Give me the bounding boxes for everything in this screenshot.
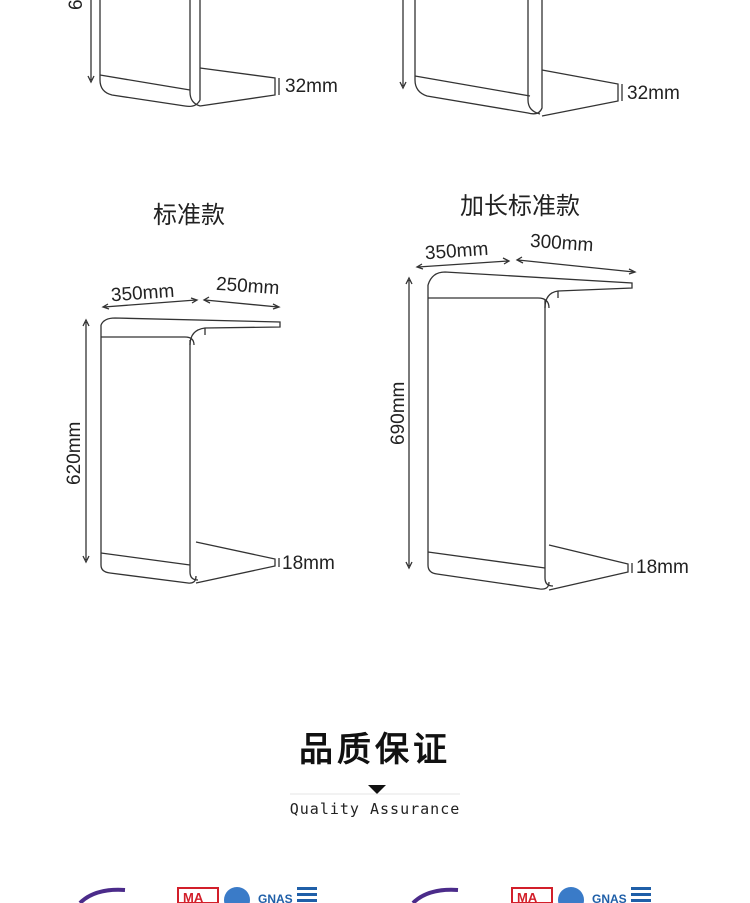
gnas-badge-text: GNAS (258, 892, 293, 903)
ma-badge-icon (177, 887, 219, 903)
top-right-bottom-thickness-label: 32mm (627, 83, 680, 104)
ma-badge-text: MA (183, 890, 204, 903)
extended-title: 加长标准款 (460, 192, 580, 220)
ilac-icon (224, 887, 250, 903)
extended-table-drawing (405, 256, 637, 591)
ma-badge-icon-2 (511, 887, 553, 903)
standard-title: 标准款 (153, 201, 225, 229)
ring-logo-icon (78, 887, 126, 903)
ilac-icon-2 (558, 887, 584, 903)
cert-group-left: MA GNAS (78, 887, 317, 903)
quality-subtitle: Quality Assurance (289, 800, 461, 818)
gnas-badge-text-2: GNAS (592, 892, 627, 903)
down-triangle (368, 785, 386, 794)
top-left-table-drawing (87, 0, 280, 108)
top-left-bottom-thickness-label: 32mm (285, 76, 338, 97)
extended-bottom-thickness-label: 18mm (636, 557, 689, 578)
top-right-table-drawing (399, 0, 623, 117)
quality-title: 品质保证 (299, 730, 451, 770)
ma-badge-text-2: MA (517, 890, 538, 903)
standard-bottom-thickness-label: 18mm (282, 553, 335, 574)
ring-logo-icon-2 (411, 887, 459, 903)
cert-group-right: MA GNAS (411, 887, 651, 903)
standard-table-drawing (82, 296, 281, 584)
